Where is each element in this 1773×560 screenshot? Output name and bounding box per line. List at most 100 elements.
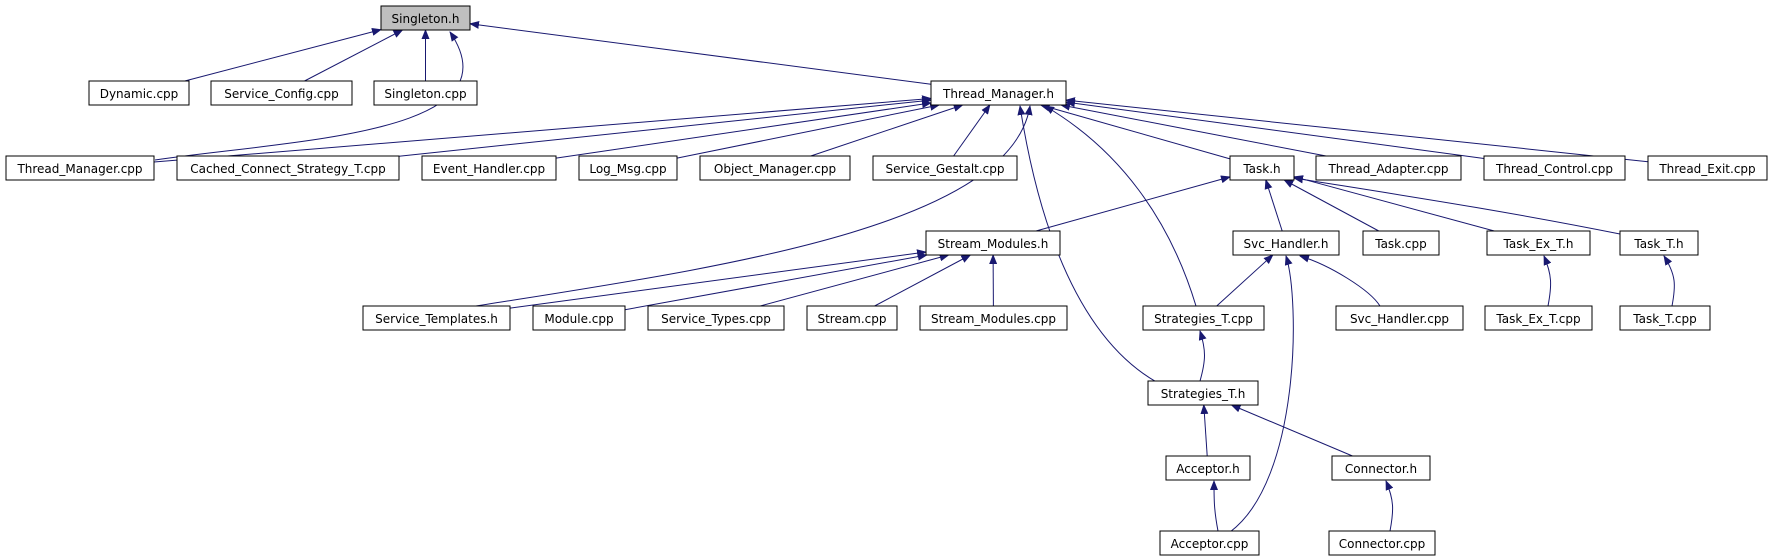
node-box[interactable]	[872, 155, 1018, 181]
node-box[interactable]	[925, 230, 1061, 256]
edge-task-t-h-to-task-h	[1293, 175, 1621, 235]
node-strategies-t-h[interactable]: Strategies_T.h	[1147, 380, 1259, 406]
node-box[interactable]	[5, 155, 155, 181]
edge-task-h-to-thread-manager-h	[1039, 103, 1231, 160]
node-box[interactable]	[578, 155, 678, 181]
edge-stream-modules-h-to-task-h	[1035, 175, 1231, 232]
node-object-manager-cpp[interactable]: Object_Manager.cpp	[699, 155, 851, 181]
node-label: Thread_Exit.cpp	[1658, 162, 1755, 176]
node-svc-handler-h[interactable]: Svc_Handler.h	[1232, 230, 1340, 256]
node-stream-modules-h[interactable]: Stream_Modules.h	[925, 230, 1061, 256]
edge-dynamic-cpp-to-singleton-h	[184, 28, 382, 82]
node-label: Thread_Control.cpp	[1495, 162, 1613, 176]
node-box[interactable]	[1647, 155, 1768, 181]
node-label: Event_Handler.cpp	[433, 162, 545, 176]
node-connector-h[interactable]: Connector.h	[1331, 455, 1431, 481]
node-box[interactable]	[1229, 155, 1295, 181]
edge-stream-cpp-to-stream-modules-h	[874, 254, 972, 307]
node-label: Task_Ex_T.h	[1503, 237, 1574, 251]
node-box[interactable]	[176, 155, 400, 181]
node-box[interactable]	[1165, 455, 1251, 481]
edge-acceptor-cpp-to-acceptor-h	[1210, 480, 1219, 532]
node-label: Thread_Adapter.cpp	[1327, 162, 1448, 176]
node-task-t-cpp[interactable]: Task_T.cpp	[1619, 305, 1711, 331]
edge-svc-handler-cpp-to-svc-handler-h	[1299, 254, 1381, 307]
node-box[interactable]	[1362, 230, 1440, 256]
node-label: Log_Msg.cpp	[589, 162, 666, 176]
edge-cached-connect-strategy-t-cpp-to-thread-manager-h	[398, 97, 932, 157]
node-service-gestalt-cpp[interactable]: Service_Gestalt.cpp	[872, 155, 1018, 181]
node-box[interactable]	[1483, 155, 1626, 181]
node-label: Stream.cpp	[817, 312, 886, 326]
node-box[interactable]	[1232, 230, 1340, 256]
edge-module-cpp-to-stream-modules-h	[624, 252, 928, 311]
node-box[interactable]	[1484, 305, 1593, 331]
node-thread-control-cpp[interactable]: Thread_Control.cpp	[1483, 155, 1626, 181]
node-label: Task.h	[1242, 162, 1280, 176]
node-box[interactable]	[806, 305, 898, 331]
node-box[interactable]	[1147, 380, 1259, 406]
node-singleton-cpp[interactable]: Singleton.cpp	[373, 80, 478, 106]
node-box[interactable]	[1142, 305, 1265, 331]
node-label: Strategies_T.h	[1161, 387, 1246, 401]
node-acceptor-cpp[interactable]: Acceptor.cpp	[1159, 530, 1260, 556]
node-module-cpp[interactable]: Module.cpp	[532, 305, 626, 331]
node-box[interactable]	[1619, 305, 1711, 331]
node-connector-cpp[interactable]: Connector.cpp	[1328, 530, 1436, 556]
node-dynamic-cpp[interactable]: Dynamic.cpp	[88, 80, 190, 106]
node-box[interactable]	[1159, 530, 1260, 556]
node-service-templates-h[interactable]: Service_Templates.h	[362, 305, 511, 331]
node-thread-exit-cpp[interactable]: Thread_Exit.cpp	[1647, 155, 1768, 181]
node-box[interactable]	[1315, 155, 1462, 181]
node-stream-cpp[interactable]: Stream.cpp	[806, 305, 898, 331]
node-strategies-t-cpp[interactable]: Strategies_T.cpp	[1142, 305, 1265, 331]
node-cached-connect-strategy-t-cpp[interactable]: Cached_Connect_Strategy_T.cpp	[176, 155, 400, 181]
node-box[interactable]	[210, 80, 353, 106]
node-label: Connector.cpp	[1339, 537, 1425, 551]
node-task-ex-t-cpp[interactable]: Task_Ex_T.cpp	[1484, 305, 1593, 331]
node-box[interactable]	[380, 5, 471, 31]
node-service-types-cpp[interactable]: Service_Types.cpp	[647, 305, 785, 331]
node-box[interactable]	[532, 305, 626, 331]
node-label: Svc_Handler.h	[1244, 237, 1329, 251]
node-label: Service_Gestalt.cpp	[885, 162, 1004, 176]
node-thread-adapter-cpp[interactable]: Thread_Adapter.cpp	[1315, 155, 1462, 181]
edge-thread-manager-h-to-singleton-h	[469, 21, 932, 85]
node-singleton-h[interactable]: Singleton.h	[380, 5, 471, 31]
node-box[interactable]	[421, 155, 557, 181]
node-log-msg-cpp[interactable]: Log_Msg.cpp	[578, 155, 678, 181]
node-box[interactable]	[1486, 230, 1591, 256]
node-svc-handler-cpp[interactable]: Svc_Handler.cpp	[1335, 305, 1464, 331]
edge-object-manager-cpp-to-thread-manager-h	[810, 104, 964, 157]
node-label: Singleton.h	[392, 12, 460, 26]
node-box[interactable]	[930, 80, 1067, 106]
edge-thread-manager-cpp-to-thread-manager-h	[153, 95, 932, 163]
edge-thread-control-cpp-to-thread-manager-h	[1065, 99, 1485, 159]
node-box[interactable]	[1328, 530, 1436, 556]
node-task-ex-t-h[interactable]: Task_Ex_T.h	[1486, 230, 1591, 256]
node-box[interactable]	[1619, 230, 1699, 256]
node-label: Task_T.cpp	[1632, 312, 1696, 326]
node-box[interactable]	[88, 80, 190, 106]
node-label: Task_T.h	[1633, 237, 1683, 251]
node-box[interactable]	[1335, 305, 1464, 331]
node-box[interactable]	[1331, 455, 1431, 481]
edge-task-cpp-to-task-h	[1283, 179, 1380, 232]
node-box[interactable]	[647, 305, 785, 331]
node-task-cpp[interactable]: Task.cpp	[1362, 230, 1440, 256]
node-box[interactable]	[373, 80, 478, 106]
node-task-t-h[interactable]: Task_T.h	[1619, 230, 1699, 256]
node-acceptor-h[interactable]: Acceptor.h	[1165, 455, 1251, 481]
node-thread-manager-h[interactable]: Thread_Manager.h	[930, 80, 1067, 106]
node-service-config-cpp[interactable]: Service_Config.cpp	[210, 80, 353, 106]
edge-task-ex-t-cpp-to-task-ex-t-h	[1543, 255, 1552, 307]
node-event-handler-cpp[interactable]: Event_Handler.cpp	[421, 155, 557, 181]
node-task-h[interactable]: Task.h	[1229, 155, 1295, 181]
node-stream-modules-cpp[interactable]: Stream_Modules.cpp	[919, 305, 1068, 331]
node-label: Thread_Manager.h	[942, 87, 1054, 101]
node-box[interactable]	[362, 305, 511, 331]
node-thread-manager-cpp[interactable]: Thread_Manager.cpp	[5, 155, 155, 181]
node-box[interactable]	[699, 155, 851, 181]
node-box[interactable]	[919, 305, 1068, 331]
